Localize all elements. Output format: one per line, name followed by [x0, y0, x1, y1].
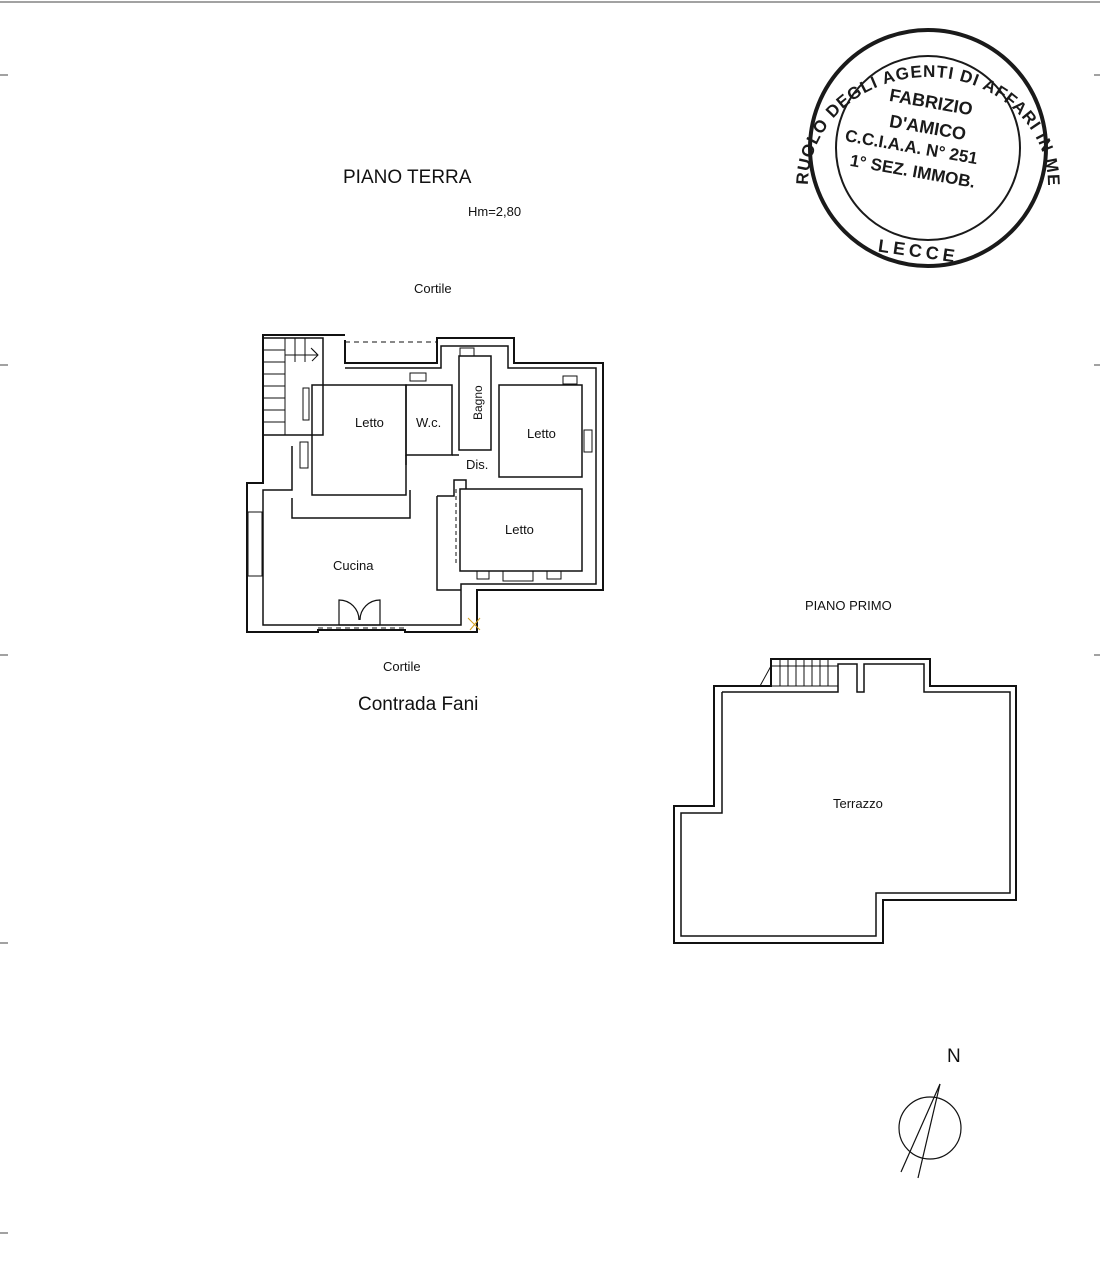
courtyard-south-label: Cortile: [383, 659, 421, 674]
room-label-bedroom-ne: Letto: [527, 426, 556, 441]
outer-wall: [246, 334, 604, 633]
kitchen-walls: [291, 490, 411, 519]
first-floor-plan: [673, 658, 1017, 944]
staircase: [262, 337, 324, 436]
hallway-walls: [437, 479, 467, 497]
north-arrow-label: N: [947, 1046, 961, 1067]
terrace-inner-wall: [680, 663, 1011, 937]
north-arrow: N: [898, 1046, 962, 1179]
hallway-wall-south: [436, 496, 461, 591]
room-label-bedroom-nw: Letto: [355, 415, 384, 430]
outer-wall-inner-line: [262, 345, 597, 626]
agent-seal-stamp: RUOLO DEGLI AGENTI DI AFFARI IN MEDIAZIO…: [0, 0, 1062, 268]
room-label-kitchen: Cucina: [333, 558, 374, 573]
room-label-hallway: Dis.: [466, 457, 488, 472]
corner-mark: [467, 617, 481, 631]
room-label-wc: W.c.: [416, 415, 441, 430]
stamp-city: LECCE: [877, 236, 960, 267]
bathroom-walls: [458, 355, 492, 451]
address-label: Contrada Fani: [358, 694, 478, 715]
first-floor-title: PIANO PRIMO: [805, 598, 892, 613]
room-label-bathroom: Bagno: [471, 385, 485, 420]
kitchen-door: [338, 599, 381, 626]
ceiling-height-note: Hm=2,80: [468, 204, 521, 219]
room-label-bedroom-se: Letto: [505, 522, 534, 537]
ground-floor-title: PIANO TERRA: [343, 167, 472, 188]
room-label-terrace: Terrazzo: [833, 796, 883, 811]
terrace-outer-wall: [673, 658, 1017, 944]
compass-icon: [898, 1096, 962, 1160]
bedroom-ne-walls: [498, 384, 583, 478]
page-edge-marks: [0, 1, 1100, 1234]
wc-walls: [405, 384, 453, 456]
bedroom-nw-walls: [311, 384, 407, 496]
ground-floor-plan: [246, 334, 604, 633]
courtyard-north-label: Cortile: [414, 281, 452, 296]
terrace-staircase: [759, 659, 838, 687]
